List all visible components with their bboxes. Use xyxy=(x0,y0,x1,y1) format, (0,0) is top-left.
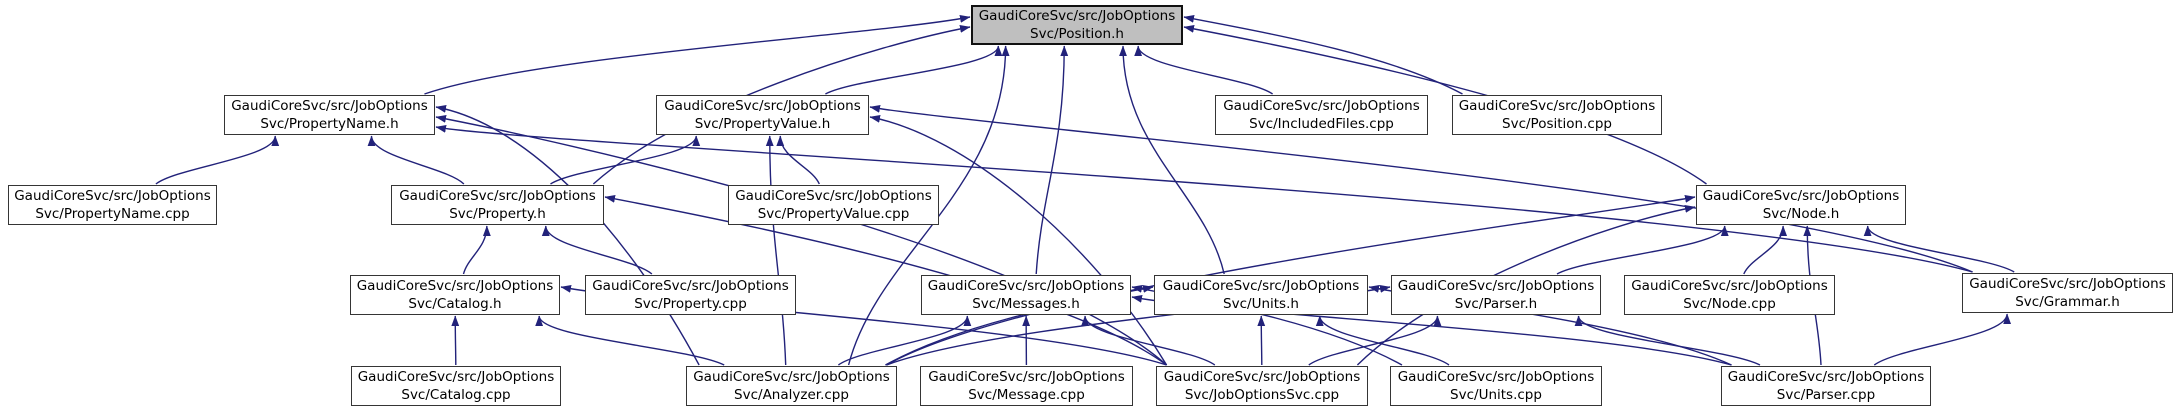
node-label-line1: GaudiCoreSvc/src/JobOptions xyxy=(1397,369,1595,385)
node-label-line2: Svc/Analyzer.cpp xyxy=(734,387,849,403)
node-label-line2: Svc/Messages.h xyxy=(972,296,1080,312)
node-label-line1: GaudiCoreSvc/src/JobOptions xyxy=(357,369,555,385)
node-label-line2: Svc/Catalog.h xyxy=(408,296,502,312)
edge-analyzer_cpp-to-propertyvalue_h xyxy=(765,135,787,366)
edge-catalog_cpp-to-catalog_h xyxy=(451,315,460,366)
node-label-line1: GaudiCoreSvc/src/JobOptions xyxy=(592,278,789,294)
edge-analyzer_cpp-to-messages_h xyxy=(837,315,972,366)
edge-propertyvalue_h-to-position_h xyxy=(825,45,1003,95)
edge-propertyname_cpp-to-propertyname_h xyxy=(155,135,280,185)
node-label-line1: GaudiCoreSvc/src/JobOptions xyxy=(664,98,861,114)
node-label-line2: Svc/Position.h xyxy=(1030,26,1124,42)
edge-property_h-to-propertyvalue_h xyxy=(550,135,701,185)
edge-node_cpp-to-node_h xyxy=(1743,225,1788,275)
node-label-line1: GaudiCoreSvc/src/JobOptions xyxy=(1162,278,1360,294)
edge-analyzer_cpp-to-catalog_h xyxy=(535,315,725,366)
edge-propertyvalue_cpp-to-propertyvalue_h xyxy=(776,135,820,185)
node-label-line2: Svc/JobOptionsSvc.cpp xyxy=(1184,387,1340,403)
node-label-line2: Svc/Catalog.cpp xyxy=(401,387,511,403)
node-label-line1: GaudiCoreSvc/src/JobOptions xyxy=(1163,369,1361,385)
node-label-line1: GaudiCoreSvc/src/JobOptions xyxy=(1397,278,1595,294)
node-label-line1: GaudiCoreSvc/src/JobOptions xyxy=(1223,98,1420,114)
edge-position_cpp-to-position_h xyxy=(1183,15,1463,95)
node-label-line2: Svc/Node.h xyxy=(1762,206,1840,222)
node-label-line1: GaudiCoreSvc/src/JobOptions xyxy=(978,8,1176,24)
node-label-line1: GaudiCoreSvc/src/JobOptions xyxy=(1702,188,1900,204)
node-label-line1: GaudiCoreSvc/src/JobOptions xyxy=(693,369,890,385)
edge-joboptionssvc_cpp-to-parser_h xyxy=(1308,315,1442,366)
edge-parser_cpp-to-parser_h xyxy=(1574,315,1761,366)
node-label-line2: Svc/Parser.cpp xyxy=(1776,387,1876,403)
node-label-line1: GaudiCoreSvc/src/JobOptions xyxy=(927,278,1125,294)
node-label-line2: Svc/Units.h xyxy=(1223,296,1299,312)
node-label-line2: Svc/PropertyName.h xyxy=(260,116,399,132)
node-label-line2: Svc/Position.cpp xyxy=(1502,116,1612,132)
edge-property_cpp-to-property_h xyxy=(541,225,653,275)
node-label-line1: GaudiCoreSvc/src/JobOptions xyxy=(1458,98,1656,114)
node-label-line2: Svc/Node.cpp xyxy=(1683,296,1776,312)
edge-property_h-to-propertyname_h xyxy=(367,135,465,185)
edge-analyzer_cpp-to-propertyname_h xyxy=(435,105,700,366)
node-label-line2: Svc/Message.cpp xyxy=(968,387,1085,403)
node-label-line1: GaudiCoreSvc/src/JobOptions xyxy=(399,188,596,204)
edge-includedfiles_cpp-to-position_h xyxy=(1134,45,1273,95)
edge-joboptionssvc_cpp-to-units_h xyxy=(1257,315,1266,366)
node-label-line1: GaudiCoreSvc/src/JobOptions xyxy=(1727,369,1925,385)
edge-propertyname_h-to-position_h xyxy=(424,15,971,95)
node-label-line1: GaudiCoreSvc/src/JobOptions xyxy=(735,188,932,204)
edge-joboptionssvc_cpp-to-propertyname_h xyxy=(435,115,1168,366)
node-label-line2: Svc/Grammar.h xyxy=(2015,294,2120,310)
node-label-line2: Svc/Property.cpp xyxy=(634,296,747,312)
edge-units_h-to-position_h xyxy=(1119,45,1225,275)
edge-messages_h-to-position_h xyxy=(1035,45,1069,275)
edge-units_cpp-to-units_h xyxy=(1315,315,1450,366)
node-label-line1: GaudiCoreSvc/src/JobOptions xyxy=(231,98,428,114)
edge-parser_h-to-node_h xyxy=(1556,225,1729,275)
edge-joboptionssvc_cpp-to-messages_h xyxy=(1081,315,1216,366)
edge-joboptionssvc_cpp-to-propertyvalue_h xyxy=(869,115,1168,366)
node-label-line1: GaudiCoreSvc/src/JobOptions xyxy=(356,278,554,294)
node-label-line2: Svc/PropertyValue.h xyxy=(694,116,831,132)
edge-grammar_h-to-node_h xyxy=(1863,225,2015,273)
node-label-line1: GaudiCoreSvc/src/JobOptions xyxy=(14,188,211,204)
node-label-line2: Svc/PropertyName.cpp xyxy=(35,206,190,222)
node-label-line2: Svc/IncludedFiles.cpp xyxy=(1249,116,1394,132)
node-label-line1: GaudiCoreSvc/src/JobOptions xyxy=(1969,276,2166,292)
node-label-line2: Svc/Property.h xyxy=(449,206,546,222)
edge-parser_cpp-to-grammar_h xyxy=(1873,313,2011,366)
edge-catalog_h-to-property_h xyxy=(462,225,491,275)
node-label-line1: GaudiCoreSvc/src/JobOptions xyxy=(928,369,1125,385)
node-label-line2: Svc/PropertyValue.cpp xyxy=(757,206,910,222)
node-label-line2: Svc/Parser.h xyxy=(1454,296,1538,312)
node-label-line2: Svc/Units.cpp xyxy=(1450,387,1542,403)
node-label-line1: GaudiCoreSvc/src/JobOptions xyxy=(1631,278,1828,294)
